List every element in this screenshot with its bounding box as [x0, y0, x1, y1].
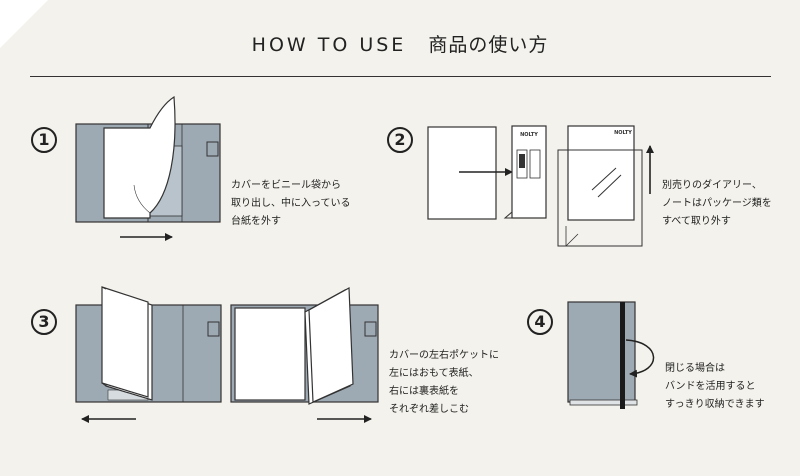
title-english: HOW TO USE — [251, 34, 407, 56]
step-badge-3: 3 — [31, 309, 57, 335]
step3-left-board — [101, 286, 149, 398]
step1-illustration — [75, 95, 221, 241]
step2-packaged-notebook — [567, 125, 635, 221]
step3-right-front-board — [234, 307, 306, 401]
step3-right-board — [308, 287, 354, 403]
step1-backing-sheet — [103, 95, 176, 219]
step3-caption: カバーの左右ポケットに 左にはおもて表紙、 右には裏表紙を それぞれ差しこむ — [389, 350, 499, 415]
step2-notebook-brand: NOLTY — [614, 130, 632, 136]
step3-right-illustration — [230, 287, 379, 423]
step2-plastic-sleeve — [557, 149, 643, 247]
step-badge-2: 2 — [387, 127, 413, 153]
step4-elastic-band — [620, 302, 625, 409]
step-badge-4: 4 — [527, 309, 553, 335]
title-japanese: 商品の使い方 — [428, 34, 549, 56]
step1-caption: カバーをビニール袋から 取り出し、中に入っている 台紙を外す — [231, 180, 351, 227]
step-badge-1: 1 — [31, 127, 57, 153]
page-corner-fold — [0, 0, 48, 48]
step3-left-illustration — [75, 286, 222, 423]
step2-notebook — [427, 126, 497, 220]
title-divider — [30, 76, 771, 77]
page-title: HOW TO USE 商品の使い方 — [0, 30, 800, 57]
step2-caption: 別売りのダイアリー、 ノートはパッケージ類を すべて取り外す — [662, 180, 772, 227]
step2-stand-brand: NOLTY — [520, 132, 538, 138]
step4-curved-arrow — [625, 339, 655, 378]
step4-caption: 閉じる場合は バンドを活用すると すっきり収納できます — [665, 363, 765, 410]
step4-illustration — [567, 301, 655, 409]
step2-illustration: NOLTY NOLTY — [427, 125, 654, 247]
